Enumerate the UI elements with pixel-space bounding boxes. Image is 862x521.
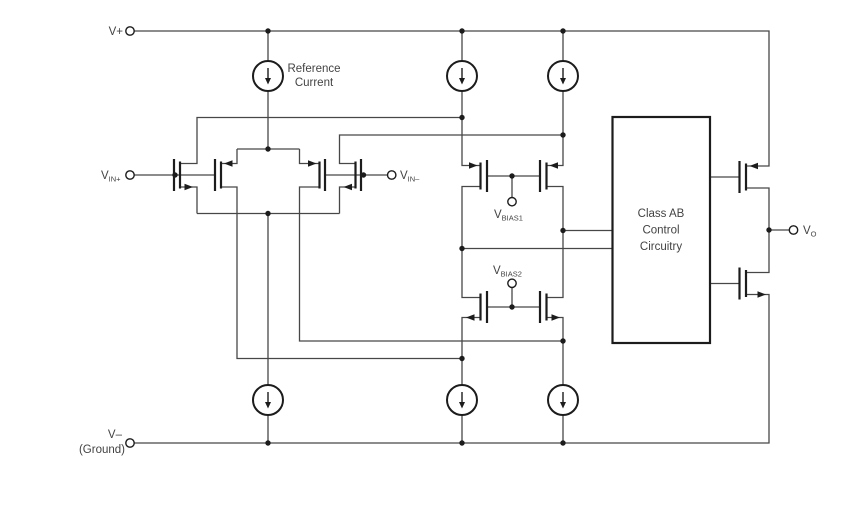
mosfet-source-arrow-icon xyxy=(184,183,193,191)
current-source-bottom-mid xyxy=(446,384,478,416)
mosfet-source-arrow-icon xyxy=(757,291,766,298)
mosfet-source-arrow-icon xyxy=(749,162,758,170)
vbias1-terminal xyxy=(507,196,517,207)
mosfet-source-arrow-icon xyxy=(551,314,560,321)
junction-dot xyxy=(560,440,566,446)
current-arrow-head-icon xyxy=(560,402,566,409)
wire-right-cascode-drain-node xyxy=(546,185,564,299)
class-ab-label-line3: Circuitry xyxy=(640,241,682,253)
junction-dot xyxy=(560,338,566,344)
current-arrow-head-icon xyxy=(459,78,465,85)
vin-plus-terminal xyxy=(125,170,135,180)
current-source-bottom-right xyxy=(547,384,579,416)
vin-minus-terminal xyxy=(386,170,397,180)
junction-dot xyxy=(265,146,271,152)
junction-dot xyxy=(509,304,515,310)
wire-t4-drain-fold xyxy=(338,134,563,165)
wire-t2-drain-fold xyxy=(221,186,462,360)
mosfet-source-arrow-icon xyxy=(549,162,558,169)
junction-dot xyxy=(459,28,465,34)
vbias2-label: VBIAS2 xyxy=(493,265,522,279)
current-source-tail xyxy=(252,384,284,416)
class-ab-control-box xyxy=(611,115,712,345)
mosfet-source-arrow-icon xyxy=(466,314,475,321)
current-arrow-head-icon xyxy=(560,78,566,85)
v-minus-label: V– xyxy=(108,429,123,441)
current-arrow-head-icon xyxy=(265,78,271,85)
junction-dot xyxy=(560,227,566,234)
current-arrow-head-icon xyxy=(265,402,271,409)
junction-dot xyxy=(172,172,178,178)
junction-dot xyxy=(265,440,271,446)
class-ab-label-line2: Control xyxy=(642,225,679,237)
junction-dot xyxy=(459,114,465,121)
wire-left-cascode-drain-node xyxy=(461,185,481,299)
current-source-top-right xyxy=(547,60,579,92)
junction-dot xyxy=(265,210,271,217)
mosfet-source-arrow-icon xyxy=(224,160,233,167)
junction-dot xyxy=(560,28,566,34)
ref-current-label-line2: Current xyxy=(295,77,334,89)
mosfet-source-arrow-icon xyxy=(343,183,352,191)
junction-dot xyxy=(509,173,515,179)
ref-current-label-line1: Reference xyxy=(287,63,340,75)
v-plus-terminal xyxy=(125,26,135,36)
junction-dot xyxy=(459,440,465,446)
mosfet-source-arrow-icon xyxy=(308,160,317,167)
v-plus-label: V+ xyxy=(109,26,124,38)
junction-dot xyxy=(560,132,566,138)
junction-dot xyxy=(265,28,271,34)
current-source-top-mid xyxy=(446,60,478,92)
vin-plus-label: VIN+ xyxy=(101,170,121,184)
junction-dot xyxy=(360,172,367,178)
v-minus-terminal xyxy=(125,438,135,448)
junction-dot xyxy=(459,245,465,252)
mosfet-source-arrow-icon xyxy=(469,162,478,169)
vout-label: VO xyxy=(803,225,817,239)
junction-dot xyxy=(766,227,772,233)
current-arrow-head-icon xyxy=(459,402,465,409)
vbias1-label: VBIAS1 xyxy=(494,209,523,223)
wire-t1-drain-fold xyxy=(180,116,462,165)
junction-dot xyxy=(459,355,465,362)
class-ab-label-line1: Class AB xyxy=(638,208,685,220)
ground-label: (Ground) xyxy=(79,444,125,456)
vout-terminal xyxy=(788,225,799,235)
vin-minus-label: VIN– xyxy=(400,170,420,184)
wire-t3-drain-fold xyxy=(298,186,563,342)
vbias2-terminal xyxy=(507,278,517,289)
reference-current-source xyxy=(252,60,284,92)
